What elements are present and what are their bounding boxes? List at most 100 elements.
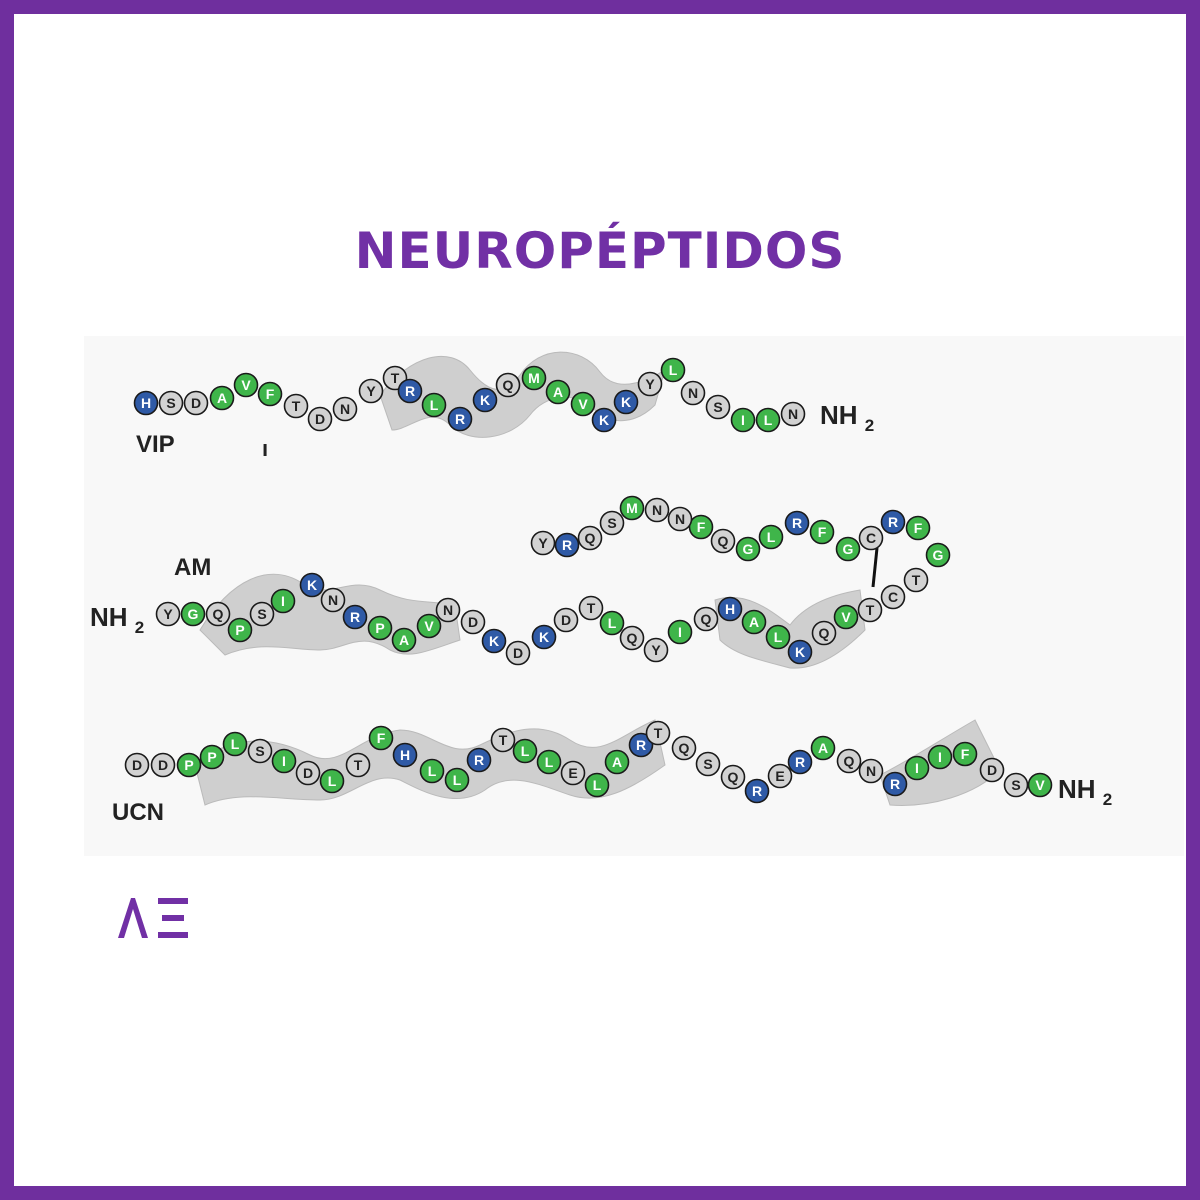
residue-bead bbox=[345, 752, 371, 778]
residue-letter: Y bbox=[538, 535, 548, 551]
residue-letter: D bbox=[132, 757, 142, 773]
residue-am-15: K bbox=[481, 628, 507, 654]
helix-ribbon bbox=[199, 573, 461, 656]
residue-bead bbox=[903, 567, 929, 593]
residue-ucn-29: R bbox=[787, 749, 813, 775]
residue-bead bbox=[332, 396, 358, 422]
residue-am-26: A bbox=[741, 609, 767, 635]
residue-bead bbox=[180, 601, 206, 627]
vip-c-terminus-label-subscript: 2 bbox=[865, 416, 874, 435]
residue-letter: K bbox=[307, 577, 317, 593]
residue-letter: K bbox=[489, 633, 499, 649]
residue-letter: R bbox=[350, 609, 360, 625]
residue-am-1: Y bbox=[155, 601, 181, 627]
residue-letter: S bbox=[255, 743, 264, 759]
residue-am-51: Y bbox=[530, 530, 556, 556]
residue-letter: I bbox=[282, 753, 286, 769]
vip-c-terminus: NH 2 bbox=[820, 400, 874, 435]
residue-letter: I bbox=[281, 593, 285, 609]
residue-vip-26: I bbox=[730, 407, 756, 433]
residue-bead bbox=[644, 497, 670, 523]
residue-ucn-21: A bbox=[604, 749, 630, 775]
residue-vip-19: V bbox=[570, 391, 596, 417]
residue-bead bbox=[628, 732, 654, 758]
residue-bead bbox=[637, 371, 663, 397]
residue-am-50: R bbox=[554, 532, 580, 558]
residue-bead bbox=[495, 372, 521, 398]
page-title: NEUROPÉPTIDOS bbox=[354, 222, 846, 280]
residue-bead bbox=[554, 532, 580, 558]
residue-am-29: Q bbox=[811, 620, 837, 646]
residue-bead bbox=[720, 764, 746, 790]
residue-letter: D bbox=[315, 411, 325, 427]
residue-letter: V bbox=[1035, 777, 1045, 793]
residue-vip-6: F bbox=[257, 381, 283, 407]
residue-letter: Q bbox=[585, 530, 596, 546]
residue-am-47: M bbox=[619, 495, 645, 521]
residue-bead bbox=[744, 778, 770, 804]
residue-letter: P bbox=[235, 622, 244, 638]
residue-bead bbox=[233, 372, 259, 398]
ucn-c-terminus-label-subscript: 2 bbox=[1103, 790, 1112, 809]
residue-letter: D bbox=[513, 645, 523, 661]
residue-am-19: T bbox=[578, 595, 604, 621]
residue-bead bbox=[693, 606, 719, 632]
residue-letter: E bbox=[568, 765, 577, 781]
residue-vip-18: A bbox=[545, 379, 571, 405]
residue-am-13: N bbox=[435, 597, 461, 623]
residue-bead bbox=[619, 625, 645, 651]
residue-letter: F bbox=[697, 519, 706, 535]
residue-letter: P bbox=[184, 757, 193, 773]
residue-letter: L bbox=[428, 763, 437, 779]
residue-vip-28: N bbox=[780, 401, 806, 427]
residue-letter: V bbox=[424, 618, 434, 634]
residue-letter: K bbox=[795, 644, 805, 660]
residue-ucn-16: T bbox=[490, 727, 516, 753]
residue-bead bbox=[730, 407, 756, 433]
residue-letter: K bbox=[539, 629, 549, 645]
residue-letter: M bbox=[528, 370, 540, 386]
disulfide-bond bbox=[871, 547, 879, 588]
residue-bead bbox=[857, 597, 883, 623]
residue-letter: L bbox=[231, 736, 240, 752]
residue-bead bbox=[545, 379, 571, 405]
residue-ucn-13: L bbox=[419, 758, 445, 784]
residue-bead bbox=[809, 519, 835, 545]
residue-bead bbox=[660, 357, 686, 383]
residue-am-12: V bbox=[416, 613, 442, 639]
residue-bead bbox=[295, 760, 321, 786]
residue-letter: Q bbox=[213, 606, 224, 622]
residue-am-8: N bbox=[320, 587, 346, 613]
residue-bead bbox=[591, 407, 617, 433]
residue-am-31: T bbox=[857, 597, 883, 623]
residue-letter: F bbox=[377, 730, 386, 746]
residue-am-34: G bbox=[925, 542, 951, 568]
residue-bead bbox=[397, 378, 423, 404]
residue-letter: R bbox=[890, 776, 900, 792]
residue-am-41: L bbox=[758, 524, 784, 550]
residue-letter: L bbox=[521, 743, 530, 759]
residue-letter: P bbox=[375, 620, 384, 636]
residue-letter: D bbox=[561, 612, 571, 628]
residue-letter: S bbox=[703, 756, 712, 772]
residue-letter: L bbox=[608, 615, 617, 631]
residue-am-5: S bbox=[249, 601, 275, 627]
residue-letter: Q bbox=[679, 740, 690, 756]
residue-letter: Y bbox=[651, 642, 661, 658]
residue-bead bbox=[1003, 772, 1029, 798]
residue-letter: G bbox=[188, 606, 199, 622]
residue-bead bbox=[695, 751, 721, 777]
residue-letter: G bbox=[933, 547, 944, 563]
residue-bead bbox=[952, 741, 978, 767]
residue-letter: D bbox=[987, 762, 997, 778]
residue-bead bbox=[391, 627, 417, 653]
residue-letter: K bbox=[621, 394, 631, 410]
residue-ucn-28: E bbox=[767, 763, 793, 789]
residue-bead bbox=[882, 771, 908, 797]
residue-ucn-23: T bbox=[645, 720, 671, 746]
peptide-label-vip: VIP bbox=[136, 431, 175, 458]
residue-letter: T bbox=[499, 732, 508, 748]
residue-am-44: F bbox=[688, 514, 714, 540]
residue-bead bbox=[447, 406, 473, 432]
residue-ucn-4: P bbox=[199, 744, 225, 770]
